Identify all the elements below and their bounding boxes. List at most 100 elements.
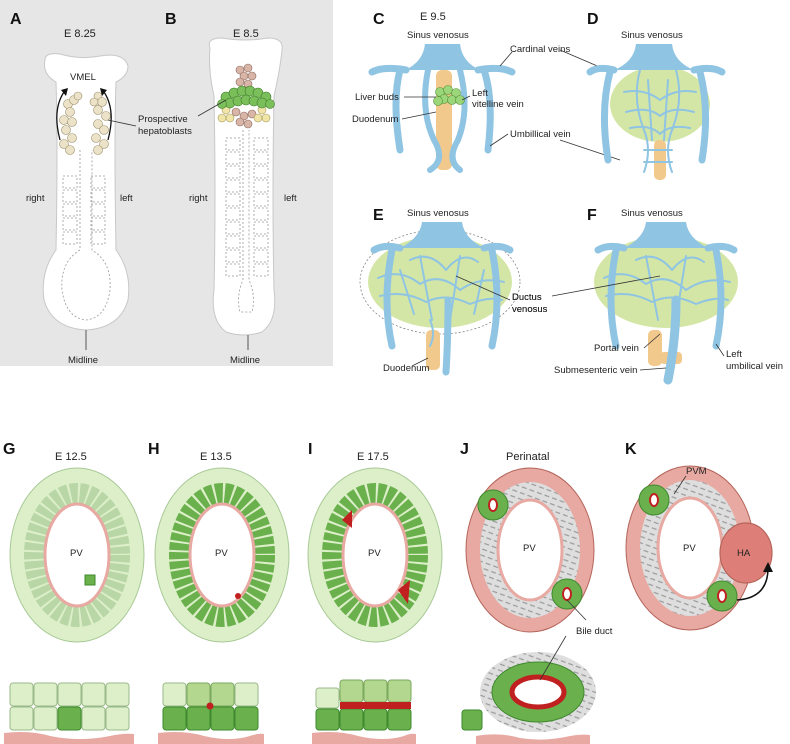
panel-d: D Sinus venosus xyxy=(586,11,726,180)
panel-e-sinus-label: Sinus venosus xyxy=(407,208,469,219)
veins-d xyxy=(586,64,726,164)
cardinal-pointer-d xyxy=(559,49,603,69)
sinusoid-network-d xyxy=(623,69,697,173)
vmel-cluster-right xyxy=(59,91,83,155)
panel-a-stage: E 8.25 xyxy=(64,28,96,40)
duodenum-e xyxy=(426,330,440,370)
panel-j: J Perinatal PV Bile duct xyxy=(460,441,613,637)
vitelline-pointer xyxy=(461,95,471,101)
hepatoblast-label: Prospective hepatoblasts xyxy=(138,114,192,137)
sinus-venosus-f xyxy=(624,222,708,248)
cardinal-veins-label: Cardinal veins xyxy=(510,44,570,55)
duodenum-label-c: Duodenum xyxy=(352,114,399,125)
panel-a: A E 8.25 VMEL righ xyxy=(10,11,133,366)
panel-b: B E 8.5 xyxy=(107,11,297,366)
vmel-pointer-a xyxy=(107,119,137,127)
ductus-pointer-e xyxy=(455,275,511,301)
panel-a-letter: A xyxy=(10,11,22,28)
left-umbilical-pointer xyxy=(715,343,725,357)
ductus-pointer-f xyxy=(551,275,661,297)
duodenum-label-e: Duodenum xyxy=(383,363,430,374)
panel-b-right-label: right xyxy=(189,193,208,204)
panel-g-letter: G xyxy=(3,441,15,458)
submesenteric-f xyxy=(648,330,662,366)
panel-h-stage: E 13.5 xyxy=(200,451,232,463)
bile-duct-j2-lumen xyxy=(562,587,572,601)
duodenum-d xyxy=(654,140,666,180)
panel-b-stage: E 8.5 xyxy=(233,28,259,40)
migration-arrowhead-left xyxy=(100,88,107,96)
ha-arrowhead xyxy=(763,562,773,572)
panel-h-pv: PV xyxy=(215,548,228,559)
panel-b-left-label: left xyxy=(284,193,297,204)
sinusoid-network-f xyxy=(603,255,731,321)
lumen-red-i2 xyxy=(398,580,410,604)
panel-g-stage: E 12.5 xyxy=(55,451,87,463)
bile-duct-k1-lumen xyxy=(649,493,659,507)
heart-region-cells xyxy=(231,63,257,129)
sinus-venosus-c xyxy=(405,44,480,70)
panel-c-sinus-label: Sinus venosus xyxy=(407,30,469,41)
bile-duct-k2-lumen xyxy=(717,589,727,603)
panel-i-letter: I xyxy=(308,441,312,458)
duodenum-pointer-c xyxy=(401,111,437,120)
liver-outline-e xyxy=(359,229,521,335)
oval-h-lumen xyxy=(188,502,256,608)
migration-arrowhead-right xyxy=(61,88,68,96)
lumen-dot-h xyxy=(235,593,241,599)
panel-g-pv: PV xyxy=(70,548,83,559)
liver-mass-f xyxy=(594,236,738,328)
panel-c-stage: E 9.5 xyxy=(420,11,446,23)
portal-vein-label: Portal vein xyxy=(594,343,639,354)
panel-d-letter: D xyxy=(587,11,599,28)
panel-b-letter: B xyxy=(165,11,177,28)
panel-i-pv: PV xyxy=(368,548,381,559)
submesenteric-pointer xyxy=(639,367,667,371)
bile-duct-j1-lumen xyxy=(488,498,498,512)
oval-i-ring xyxy=(322,483,428,627)
panel-j-stage: Perinatal xyxy=(506,451,549,463)
cardinal-pointer xyxy=(499,51,513,67)
oval-h-ring xyxy=(169,483,275,627)
bile-duct-pointer-cross xyxy=(539,635,567,681)
panel-k-pvm: PVM xyxy=(686,466,707,477)
sinusoid-network-e xyxy=(377,255,505,347)
panel-a-right-label: right xyxy=(26,193,45,204)
panel-i: I E 17.5 PV xyxy=(307,441,443,643)
panel-c-letter: C xyxy=(373,11,385,28)
panel-f-letter: F xyxy=(587,207,597,224)
oval-j-lumen xyxy=(496,498,564,602)
cell-strip-j xyxy=(461,635,596,744)
lumen-red-i1 xyxy=(342,510,352,528)
liver-buds-c xyxy=(433,85,465,106)
bile-duct-pointer xyxy=(566,599,587,621)
panel-a-left-label: left xyxy=(120,193,133,204)
panel-b-midline: Midline xyxy=(230,355,260,366)
panel-k: K PV HA PVM xyxy=(625,441,773,631)
portal-pointer xyxy=(643,333,661,349)
panel-j-letter: J xyxy=(460,441,469,458)
duodenum-pointer-e xyxy=(411,357,429,367)
panel-h-letter: H xyxy=(148,441,160,458)
hepatoblast-pointer xyxy=(197,99,227,117)
panel-d-sinus-label: Sinus venosus xyxy=(621,30,683,41)
panel-f-sinus-label: Sinus venosus xyxy=(621,208,683,219)
liver-buds-label: Liver buds xyxy=(355,92,399,103)
umbilical-pointer-c xyxy=(489,133,509,147)
pvm-pointer xyxy=(673,475,687,495)
migration-arrow-left xyxy=(103,91,112,141)
sinus-venosus-d xyxy=(614,44,694,70)
panel-a-midline: Midline xyxy=(68,355,98,366)
yellow-cells-b xyxy=(217,105,271,123)
vmel-label: VMEL xyxy=(70,72,96,83)
somites-b xyxy=(225,130,269,313)
liver-mass-d xyxy=(610,66,710,142)
oval-i-lumen xyxy=(341,502,409,608)
panel-k-letter: K xyxy=(625,441,637,458)
cell-strip-g xyxy=(4,682,134,744)
cell-strip-i xyxy=(312,679,416,744)
